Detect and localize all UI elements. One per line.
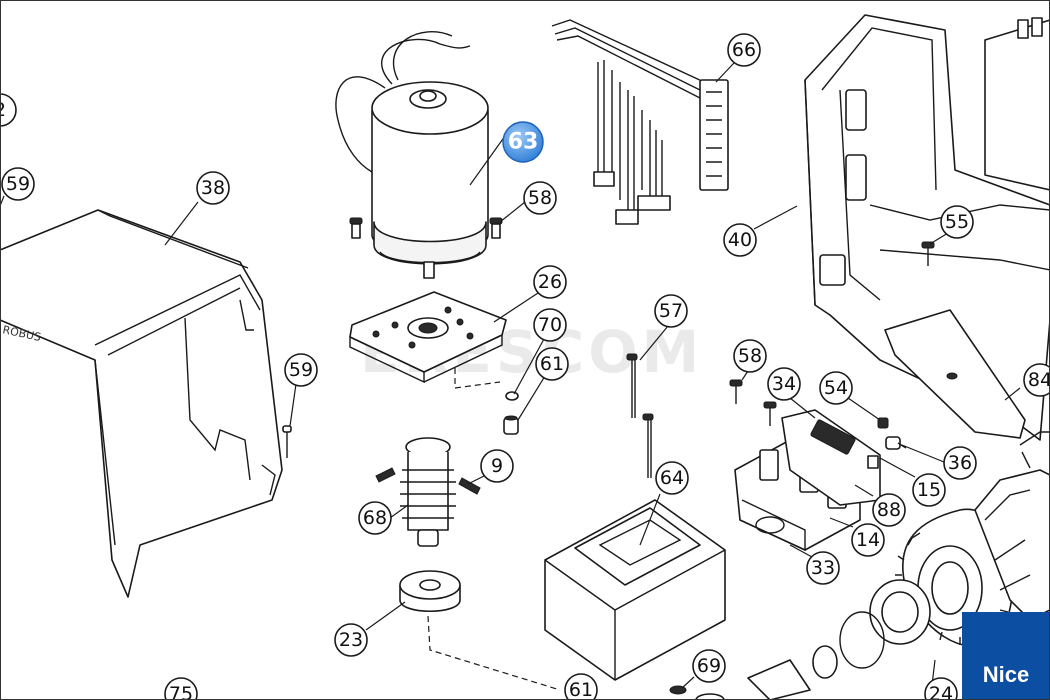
callout-14: 14: [851, 523, 885, 557]
callout-64: 64: [655, 461, 689, 495]
svg-text:61: 61: [540, 353, 564, 375]
callout-70: 70: [533, 308, 567, 342]
long-screws-57: [626, 353, 654, 478]
svg-text:61: 61: [569, 679, 593, 700]
nice-logo-text: Nice: [982, 662, 1030, 687]
svg-text:40: 40: [728, 229, 752, 251]
svg-text:54: 54: [824, 377, 848, 399]
svg-text:58: 58: [528, 187, 552, 209]
callout-54: 54: [819, 371, 853, 405]
svg-text:58: 58: [738, 345, 762, 367]
screw-59: [282, 425, 292, 458]
callout-2: 2: [0, 93, 17, 127]
gear-assembly-part: [747, 469, 1050, 700]
callout-38: 38: [196, 171, 230, 205]
worm-shaft-part: [375, 437, 481, 547]
callout-9: 9: [480, 449, 514, 483]
callout-40: 40: [723, 223, 757, 257]
callout-66: 66: [727, 33, 761, 67]
svg-text:26: 26: [538, 271, 562, 293]
callout-61-lower: 61: [564, 673, 598, 700]
callout-36: 36: [943, 446, 977, 480]
svg-text:24: 24: [929, 683, 953, 700]
svg-text:15: 15: [917, 479, 941, 501]
svg-text:70: 70: [538, 314, 562, 336]
motor-part: [335, 31, 489, 279]
cover-part: ROBUS: [0, 209, 283, 598]
callout-69: 69: [692, 649, 726, 683]
callout-75: 75: [164, 677, 198, 700]
callout-59-left: 59: [1, 167, 35, 201]
svg-text:59: 59: [6, 173, 30, 195]
leader-lines: [0, 62, 1021, 689]
callout-68: 68: [358, 501, 392, 535]
callout-23: 23: [334, 623, 368, 657]
callout-26: 26: [533, 265, 567, 299]
svg-text:57: 57: [659, 300, 683, 322]
svg-text:36: 36: [948, 452, 972, 474]
svg-text:84: 84: [1028, 369, 1050, 391]
callout-58-board: 58: [733, 339, 767, 373]
svg-text:55: 55: [945, 211, 969, 233]
svg-text:38: 38: [201, 177, 225, 199]
transformer-part: [544, 499, 726, 681]
svg-text:66: 66: [732, 39, 756, 61]
callout-63-label: 63: [508, 130, 539, 155]
svg-text:59: 59: [289, 359, 313, 381]
svg-text:69: 69: [697, 655, 721, 677]
svg-text:68: 68: [363, 507, 387, 529]
callout-63-highlight[interactable]: 63: [502, 121, 544, 163]
housing-part: [804, 14, 1050, 441]
callout-55: 55: [940, 205, 974, 239]
svg-text:33: 33: [811, 557, 835, 579]
callout-34: 34: [767, 367, 801, 401]
svg-text:23: 23: [339, 629, 363, 651]
callout-61-upper: 61: [535, 347, 569, 381]
svg-text:88: 88: [877, 499, 901, 521]
plate-part: [349, 291, 507, 389]
nice-logo: Nice: [962, 612, 1050, 700]
washer-23: [399, 570, 561, 691]
pin-84: [1019, 431, 1050, 469]
callout-59: 59: [284, 353, 318, 387]
callout-57: 57: [654, 294, 688, 328]
callout-58-motor: 58: [523, 181, 557, 215]
svg-text:64: 64: [660, 467, 684, 489]
svg-text:2: 2: [0, 99, 6, 121]
callout-24: 24: [924, 677, 958, 700]
callout-84: 84: [1023, 363, 1050, 397]
svg-text:9: 9: [491, 455, 503, 477]
svg-text:75: 75: [169, 683, 193, 700]
cable-harness-part: [551, 19, 729, 225]
small-parts-54-36: [877, 417, 907, 450]
svg-text:34: 34: [772, 373, 796, 395]
screws-58-board: [729, 379, 777, 426]
washer-69: [669, 685, 725, 700]
washer-70: [505, 391, 519, 401]
callout-88: 88: [872, 493, 906, 527]
callout-15: 15: [912, 473, 946, 507]
callout-33: 33: [806, 551, 840, 585]
pin-61: [503, 415, 519, 435]
svg-text:14: 14: [856, 529, 880, 551]
screws-58-motor: [349, 217, 503, 239]
